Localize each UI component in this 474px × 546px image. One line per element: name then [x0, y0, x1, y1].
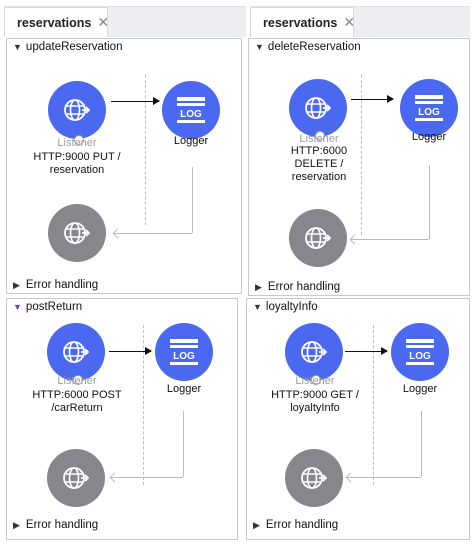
editor-tab-bar-right: reservations ✕ [250, 6, 470, 37]
flow-arrow [351, 95, 394, 103]
http-response-component[interactable] [289, 209, 347, 267]
status-dot [315, 131, 325, 141]
source-path-label: HTTP:6000 DELETE / reservation [290, 145, 348, 183]
globe-listener-icon [64, 99, 90, 121]
flow-header[interactable]: ▼deleteReservation [255, 41, 361, 53]
return-arrow [351, 239, 429, 240]
error-handling-section[interactable]: ▶ Error handling [253, 519, 338, 531]
error-handling-section[interactable]: ▶ Error handling [13, 279, 98, 291]
triangle-icon[interactable]: ▼ [13, 42, 22, 52]
source-type-label: Listener [57, 137, 97, 149]
flow-loyalty-info[interactable]: ▼loyaltyInfo Listener HTTP:9000 GET / lo… [246, 298, 470, 540]
logger-label: Logger [173, 135, 209, 147]
http-listener-component[interactable] [48, 81, 106, 139]
globe-response-icon [301, 467, 327, 489]
globe-response-icon [64, 222, 90, 244]
logger-label: Logger [411, 131, 447, 143]
error-handling-section[interactable]: ▶ Error handling [255, 281, 340, 293]
triangle-icon[interactable]: ▼ [255, 42, 264, 52]
flow-delete-reservation[interactable]: ▼deleteReservation Listener HTTP:6000 DE… [248, 38, 470, 296]
flow-header[interactable]: ▼loyaltyInfo [253, 301, 318, 313]
logger-component[interactable] [400, 79, 458, 137]
log-icon [177, 97, 205, 123]
editor-tab-reservations-2[interactable]: reservations ✕ [250, 7, 356, 37]
return-line [183, 411, 184, 477]
flow-name: updateReservation [25, 41, 123, 53]
triangle-icon[interactable]: ▶ [255, 282, 262, 292]
log-icon [406, 339, 434, 365]
triangle-icon[interactable]: ▶ [13, 280, 20, 290]
source-type-label: Listener [295, 375, 335, 387]
error-handling-label: Error handling [25, 519, 99, 531]
status-dot [311, 375, 321, 385]
error-handling-label: Error handling [25, 279, 99, 291]
flow-header[interactable]: ▼postReturn [13, 301, 82, 313]
flow-update-reservation[interactable]: ▼updateReservation Listener HTTP:9000 PU… [6, 38, 242, 294]
return-line [421, 411, 422, 477]
source-divider [143, 325, 144, 485]
flow-name: deleteReservation [267, 41, 361, 53]
status-dot [73, 375, 83, 385]
return-arrow [111, 477, 183, 478]
globe-listener-icon [305, 97, 331, 119]
source-divider [373, 325, 374, 485]
globe-listener-icon [301, 341, 327, 363]
logger-label: Logger [402, 383, 438, 395]
close-tab-icon[interactable]: ✕ [343, 14, 356, 30]
error-handling-section[interactable]: ▶ Error handling [13, 519, 98, 531]
http-listener-component[interactable] [285, 323, 343, 381]
status-dot [74, 135, 84, 145]
logger-component[interactable] [162, 81, 220, 139]
flow-header[interactable]: ▼updateReservation [13, 41, 122, 53]
http-listener-component[interactable] [47, 323, 105, 381]
log-icon [415, 95, 443, 121]
tab-label: reservations [17, 15, 92, 30]
tab-label: reservations [263, 15, 338, 30]
logger-component[interactable] [391, 323, 449, 381]
source-type-label: Listener [57, 375, 97, 387]
triangle-icon[interactable]: ▼ [13, 302, 22, 312]
error-handling-label: Error handling [265, 519, 339, 531]
flow-name: loyaltyInfo [265, 301, 318, 313]
return-arrow [114, 233, 192, 234]
flow-arrow [345, 347, 388, 355]
return-line [429, 165, 430, 239]
logger-label: Logger [166, 383, 202, 395]
editor-tab-reservations-1[interactable]: reservations ✕ [4, 7, 110, 37]
flow-arrow [111, 97, 160, 105]
logger-component[interactable] [155, 323, 213, 381]
error-handling-label: Error handling [267, 281, 341, 293]
close-tab-icon[interactable]: ✕ [97, 14, 110, 30]
triangle-icon[interactable]: ▶ [13, 520, 20, 530]
log-icon [170, 339, 198, 365]
source-path-label: HTTP:9000 PUT / reservation [33, 151, 121, 176]
source-path-label: HTTP:9000 GET / loyaltyInfo [271, 389, 359, 414]
return-arrow [347, 477, 421, 478]
source-type-label: Listener [299, 133, 339, 145]
http-response-component[interactable] [47, 449, 105, 507]
globe-listener-icon [63, 341, 89, 363]
return-line [192, 167, 193, 233]
flow-name: postReturn [25, 301, 83, 313]
flow-arrow [109, 347, 152, 355]
http-listener-component[interactable] [289, 79, 347, 137]
http-response-component[interactable] [285, 449, 343, 507]
flow-post-return[interactable]: ▼postReturn Listener HTTP:6000 POST /car… [6, 298, 238, 540]
source-path-label: HTTP:6000 POST /carReturn [32, 389, 122, 414]
source-divider [145, 75, 146, 225]
http-response-component[interactable] [48, 204, 106, 262]
editor-tab-bar-left: reservations ✕ [4, 6, 246, 37]
source-divider [361, 75, 362, 235]
globe-response-icon [305, 227, 331, 249]
triangle-icon[interactable]: ▼ [253, 302, 262, 312]
globe-response-icon [63, 467, 89, 489]
triangle-icon[interactable]: ▶ [253, 520, 260, 530]
